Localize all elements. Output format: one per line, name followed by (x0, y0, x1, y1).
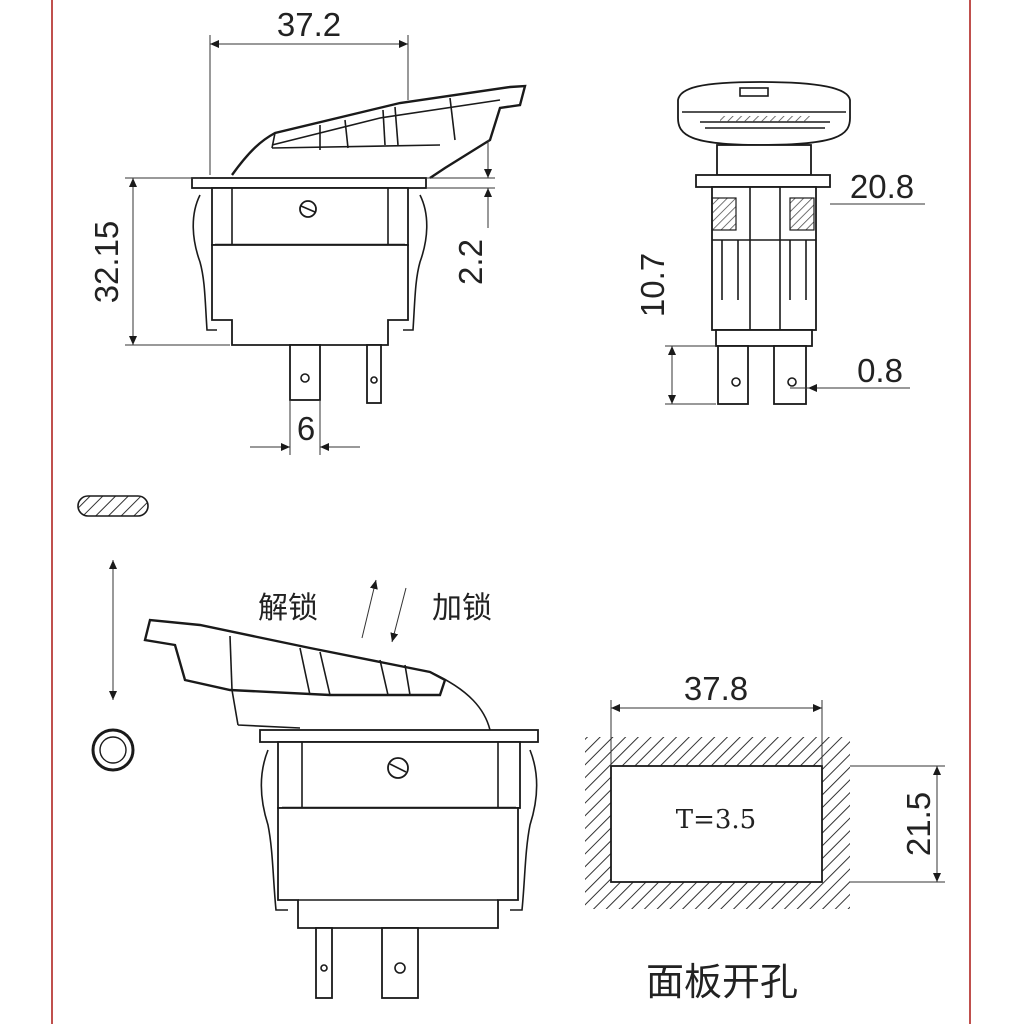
dim-cutout-width: 37.8 (684, 670, 748, 707)
round-symbol (91, 728, 135, 772)
lower-switch-view: 解锁 加锁 (143, 579, 539, 999)
dim-top-width: 37.2 (277, 6, 341, 43)
dim-panel-thickness: 2.2 (452, 239, 489, 285)
panel-cutout-caption: 面板开孔 (646, 960, 798, 1004)
dim-side-body: 10.7 (634, 253, 671, 317)
dim-cutout-height: 21.5 (900, 792, 937, 856)
slot-symbol (77, 495, 149, 517)
panel-cutout: T=3.5 37.8 21.5 面板开孔 (585, 670, 945, 1004)
front-view: 37.2 32.15 2.2 6 (88, 6, 527, 455)
dim-side-width: 20.8 (850, 168, 914, 205)
lock-indicator (77, 495, 149, 772)
dim-terminal-thickness: 0.8 (857, 352, 903, 389)
side-view: 20.8 10.7 0.8 (634, 81, 925, 405)
label-unlock: 解锁 (258, 591, 318, 626)
dim-terminal-width: 6 (297, 410, 315, 447)
cutout-opening (610, 765, 823, 883)
label-lock: 加锁 (432, 591, 492, 626)
dim-height: 32.15 (88, 221, 125, 304)
panel-thickness-label: T=3.5 (676, 805, 756, 835)
